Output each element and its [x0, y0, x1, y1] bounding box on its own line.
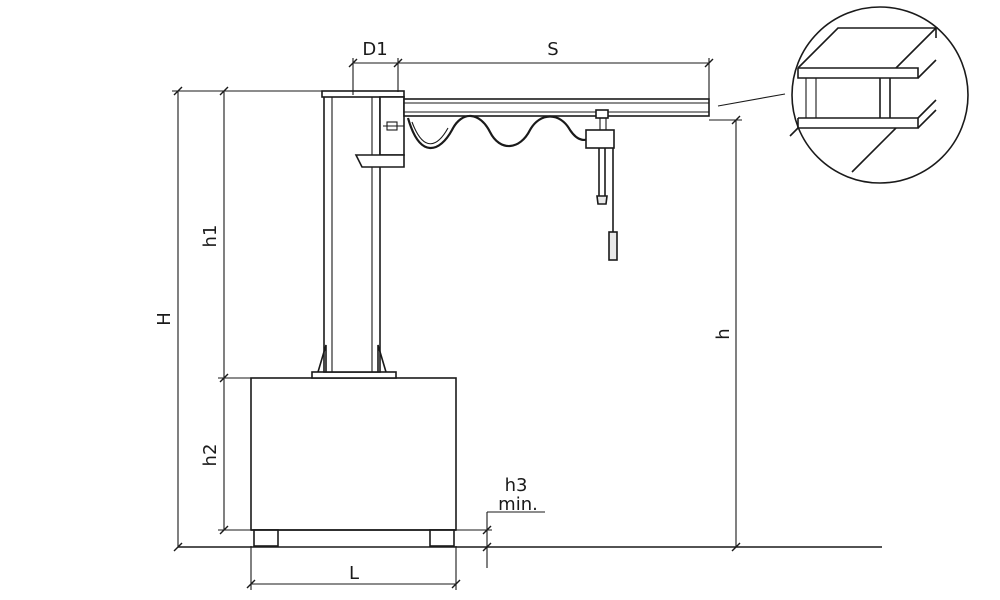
base-plate: [311, 371, 397, 379]
label-h3-min: min.: [498, 494, 538, 515]
label-h2: h2: [200, 444, 221, 467]
dimension-h1: [218, 86, 251, 383]
dimension-h-total: [172, 86, 322, 552]
label-h: h: [713, 328, 734, 339]
festoon-cable: [406, 114, 595, 150]
crane-column: [317, 90, 405, 373]
dimension-h3: [456, 511, 545, 568]
dimension-d1: [348, 58, 403, 95]
base-block: [250, 377, 457, 547]
label-h3: h3: [505, 475, 528, 496]
label-d1: D1: [362, 39, 387, 60]
label-l: L: [349, 563, 359, 584]
label-h-total: H: [154, 312, 175, 326]
dimension-s: [398, 58, 714, 99]
i-beam-profile-detail-icon: [789, 6, 969, 184]
dimension-h: [709, 115, 742, 552]
dimension-l: [246, 546, 461, 590]
detail-leader-line: [717, 93, 786, 107]
electric-hoist: [585, 109, 618, 261]
label-h1: h1: [200, 225, 221, 248]
jib-arm-beam: [403, 98, 710, 117]
jib-bracket: [354, 96, 405, 168]
dimension-h2: [218, 378, 254, 535]
label-s: S: [547, 39, 558, 60]
